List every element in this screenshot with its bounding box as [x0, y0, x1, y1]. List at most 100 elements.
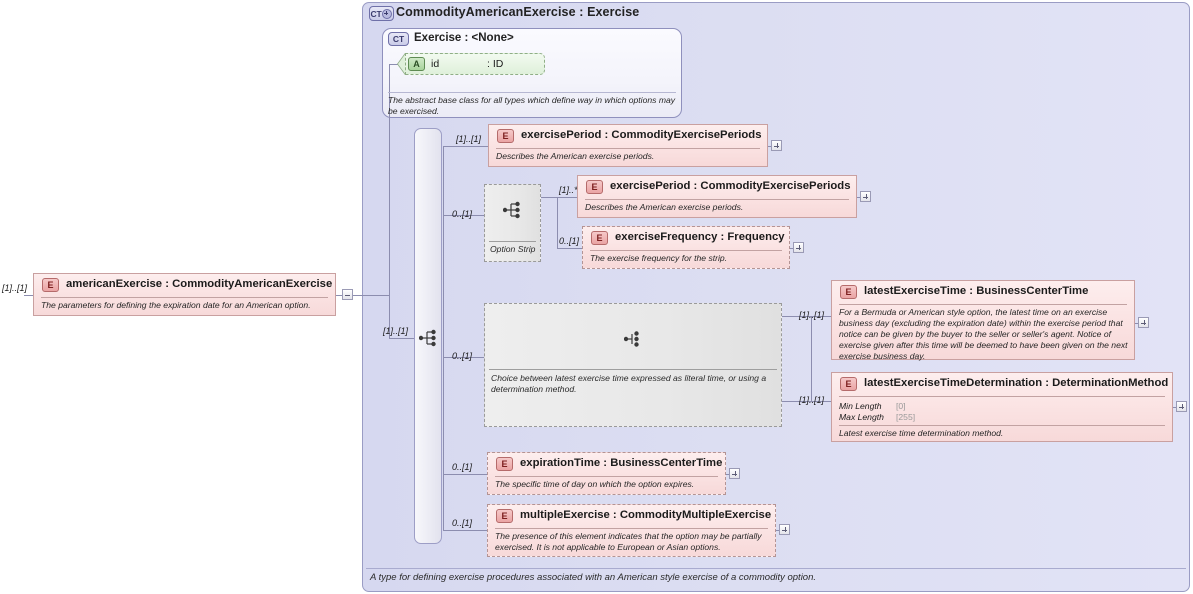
expand-toggle-exercise-frequency[interactable] [793, 242, 804, 253]
sequence-cardinality: [1]..[1] [383, 326, 409, 336]
element-badge: E [840, 377, 857, 391]
element-title: expirationTime : BusinessCenterTime [520, 457, 723, 469]
element-separator [839, 304, 1127, 305]
element-doc: Describes the American exercise periods. [585, 202, 744, 212]
expand-toggle-exercise-period[interactable] [771, 140, 782, 151]
child1-cardinality: [1]..[1] [456, 134, 482, 144]
group-box-option-strip[interactable]: Option Strip [484, 184, 541, 262]
element-box-latest-exercise-time-determination[interactable]: E latestExerciseTimeDetermination : Dete… [831, 372, 1173, 442]
base-type-badge[interactable]: CT [388, 32, 409, 46]
attribute-nose [398, 53, 406, 75]
attribute-type: : ID [487, 58, 504, 70]
group-separator [489, 369, 777, 370]
root-element-box[interactable]: E americanExercise : CommodityAmericanEx… [33, 273, 336, 316]
element-title: multipleExercise : CommodityMultipleExer… [520, 509, 772, 521]
element-separator [496, 148, 760, 149]
element-title: latestExerciseTime : BusinessCenterTime [864, 285, 1089, 297]
option-strip-trunk-line [557, 197, 558, 248]
footer-separator [366, 568, 1186, 569]
element-badge: E [840, 285, 857, 299]
complex-type-badge[interactable]: CT [369, 6, 394, 21]
element-box-exercise-frequency[interactable]: E exerciseFrequency : Frequency The exer… [582, 226, 790, 269]
root-right-line [336, 295, 342, 296]
complex-type-title: CommodityAmericanExercise : Exercise [396, 5, 640, 19]
child2-cardinality: 0..[1] [452, 209, 473, 219]
child1-toggle-line [768, 146, 772, 147]
attribute-name: id [431, 58, 440, 70]
child4-toggle-line [726, 474, 730, 475]
complex-type-footer-doc: A type for defining exercise procedures … [370, 572, 817, 583]
group-box-choice[interactable]: Choice between latest exercise time expr… [484, 303, 782, 427]
plus-circle-icon[interactable] [382, 8, 393, 19]
base-type-separator [388, 92, 676, 93]
attribute-connector-line [389, 64, 398, 65]
child3a-cardinality: [1]..[1] [799, 310, 825, 320]
collapse-toggle-root[interactable] [342, 289, 353, 300]
child2b-branch-line [557, 248, 582, 249]
child3b-toggle-line [1173, 407, 1177, 408]
element-separator [585, 199, 849, 200]
facet-name-min-length: Min Length [839, 401, 882, 411]
child2b-toggle-line [790, 248, 794, 249]
choice-out-line-top [782, 316, 811, 317]
element-doc: Describes the American exercise periods. [496, 151, 655, 161]
facet-value-min-length: [0] [896, 401, 906, 411]
element-box-exercise-period-strip[interactable]: E exercisePeriod : CommodityExercisePeri… [577, 175, 857, 218]
sequence-compositor-bar[interactable] [414, 128, 442, 544]
element-box-exercise-period[interactable]: E exercisePeriod : CommodityExercisePeri… [488, 124, 768, 167]
base-type-doc: The abstract base class for all types wh… [388, 95, 676, 116]
expand-toggle-exercise-period-strip[interactable] [860, 191, 871, 202]
choice-compositor-icon [624, 331, 639, 347]
element-separator-bottom [839, 425, 1165, 426]
child3-cardinality: 0..[1] [452, 351, 473, 361]
element-badge: E [497, 129, 514, 143]
sequence-compositor-icon [419, 329, 436, 347]
element-badge: E [586, 180, 603, 194]
child2a-branch-line [541, 197, 577, 198]
facet-value-max-length: [255] [896, 412, 916, 422]
root-element-doc: The parameters for defining the expirati… [41, 300, 311, 310]
element-title: exercisePeriod : CommodityExercisePeriod… [521, 129, 762, 141]
child4-cardinality: 0..[1] [452, 462, 473, 472]
expand-toggle-latest-exercise-time-determination[interactable] [1176, 401, 1187, 412]
element-doc: For a Bermuda or American style option, … [839, 307, 1128, 361]
element-badge: E [496, 457, 513, 471]
element-doc: Latest exercise time determination metho… [839, 428, 1004, 438]
element-badge: E [42, 278, 59, 292]
child5-toggle-line [776, 530, 780, 531]
root-separator [41, 297, 328, 298]
root-element-title: americanExercise : CommodityAmericanExer… [66, 278, 333, 290]
element-separator [495, 528, 768, 529]
child4-branch-line [443, 474, 487, 475]
root-left-line [24, 295, 33, 296]
group-label-option-strip: Option Strip [490, 244, 536, 254]
expand-toggle-expiration-time[interactable] [729, 468, 740, 479]
group-doc-choice: Choice between latest exercise time expr… [491, 373, 767, 394]
element-doc: The specific time of day on which the op… [495, 479, 695, 489]
element-doc: The exercise frequency for the strip. [590, 253, 728, 263]
facet-name-max-length: Max Length [839, 412, 884, 422]
child3a-branch-line [811, 316, 831, 317]
child3-branch-line [443, 357, 484, 358]
choice-trunk-line [811, 316, 812, 401]
element-separator [495, 476, 718, 477]
child2b-cardinality: 0..[1] [559, 236, 580, 246]
child3b-branch-line [811, 401, 831, 402]
child3b-cardinality: [1]..[1] [799, 395, 825, 405]
expand-toggle-multiple-exercise[interactable] [779, 524, 790, 535]
element-badge: E [496, 509, 513, 523]
child2-branch-line [443, 215, 484, 216]
element-badge: E [591, 231, 608, 245]
element-box-expiration-time[interactable]: E expirationTime : BusinessCenterTime Th… [487, 452, 726, 495]
attribute-box[interactable] [405, 53, 545, 75]
element-box-multiple-exercise[interactable]: E multipleExercise : CommodityMultipleEx… [487, 504, 776, 557]
element-title: exercisePeriod : CommodityExercisePeriod… [610, 180, 851, 192]
element-title: latestExerciseTimeDetermination : Determ… [864, 377, 1169, 389]
element-title: exerciseFrequency : Frequency [615, 231, 785, 243]
expand-toggle-latest-exercise-time[interactable] [1138, 317, 1149, 328]
root-to-sequence-line [353, 295, 389, 296]
attribute-badge: A [408, 57, 425, 71]
sequence-compositor-icon [503, 201, 520, 219]
element-box-latest-exercise-time[interactable]: E latestExerciseTime : BusinessCenterTim… [831, 280, 1135, 361]
